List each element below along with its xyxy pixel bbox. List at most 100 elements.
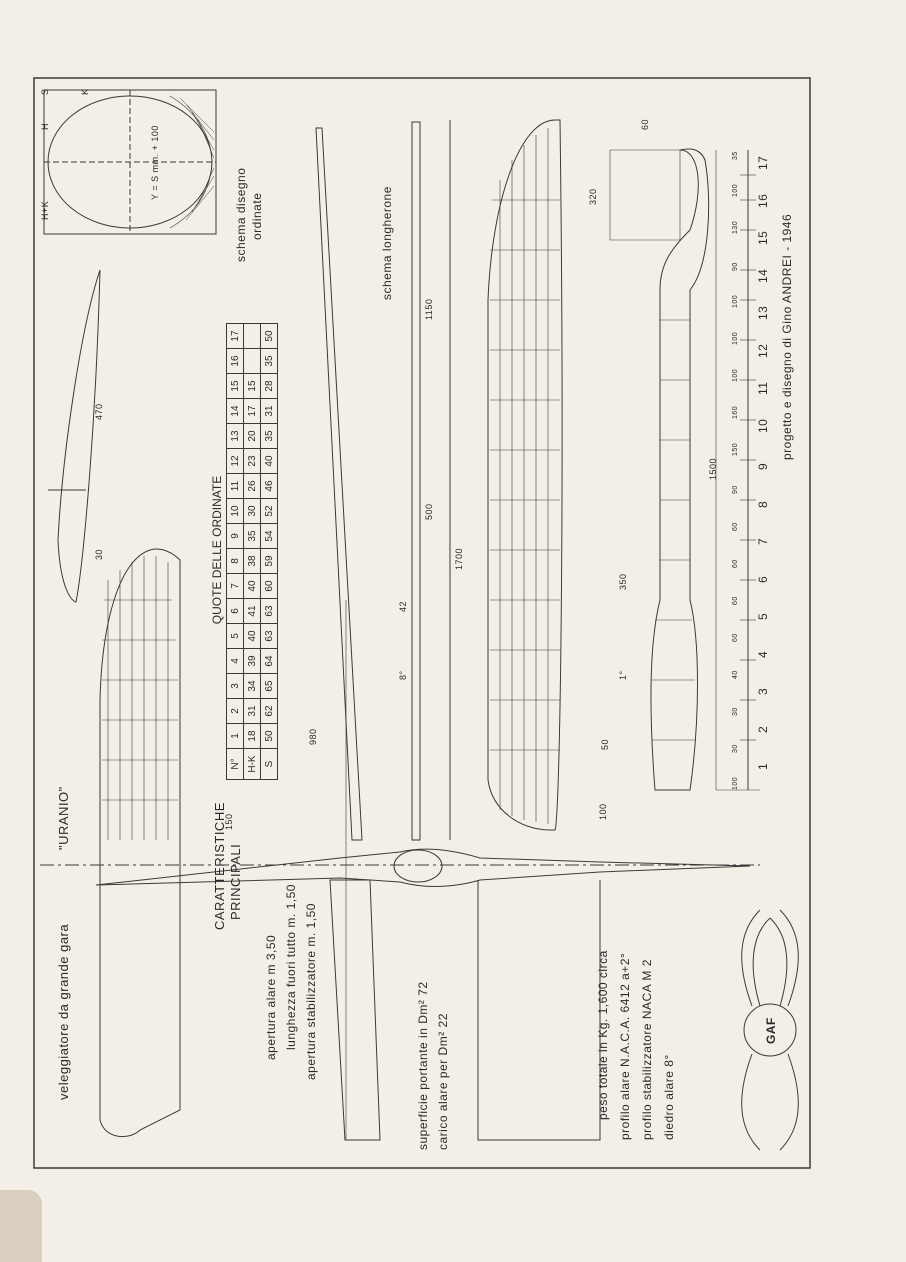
table-cell: 14 <box>226 398 244 424</box>
table-cell: 12 <box>226 448 244 474</box>
fuselage-side <box>95 848 751 887</box>
section-hk-label: H+K <box>40 200 50 220</box>
table-cell: 38 <box>243 548 261 574</box>
table-cell: 50 <box>260 723 278 749</box>
fuselage-plan <box>650 148 710 791</box>
dim-150: 150 <box>224 813 234 830</box>
load-text: carico alare per Dm² 22 <box>436 1013 450 1150</box>
station-number: 6 <box>756 575 770 583</box>
table-cell: 28 <box>260 373 278 399</box>
station-number: 1 <box>756 762 770 770</box>
dim-60: 60 <box>640 118 650 130</box>
table-cell: 9 <box>226 523 244 549</box>
station-number: 2 <box>756 725 770 733</box>
section-s-label: S <box>40 88 50 95</box>
wingspan-text: apertura alare m 3,50 <box>264 934 278 1060</box>
dim-50: 50 <box>600 738 610 750</box>
station-spacing: 100 <box>732 332 739 346</box>
table-row-label: S <box>260 748 278 780</box>
station-spacing: 30 <box>732 744 739 753</box>
logo-text: GAF <box>764 1017 778 1044</box>
dim-1700: 1700 <box>454 547 464 570</box>
glider-name: "URANIO" <box>56 786 71 850</box>
surface-text: superficie portante in Dm² 72 <box>416 981 430 1150</box>
table-cell: 62 <box>260 698 278 724</box>
station-number: 14 <box>756 268 770 283</box>
stab-span-text: apertura stabilizzatore m. 1,50 <box>304 903 318 1080</box>
dim-1500: 1500 <box>708 457 718 480</box>
dim-1150: 1150 <box>424 298 434 320</box>
table-cell: 10 <box>226 498 244 524</box>
drawing-frame <box>33 77 811 1169</box>
station-number: 10 <box>756 418 770 433</box>
page-corner-mark <box>0 1190 42 1262</box>
stab-profile-text: profilo stabilizzatore NACA M 2 <box>640 959 654 1140</box>
table-cell: 35 <box>243 523 261 549</box>
table-cell: 50 <box>260 323 278 349</box>
wing-panel-lower <box>329 879 381 1141</box>
dim-470: 470 <box>94 403 104 420</box>
station-number: 9 <box>756 462 770 470</box>
station-number: 5 <box>756 612 770 620</box>
table-cell: 16 <box>226 348 244 374</box>
credit-text: progetto e disegno di Gino ANDREI - 1946 <box>780 213 794 460</box>
table-row-label: H-K <box>243 748 261 780</box>
station-spacing: 130 <box>732 220 739 235</box>
station-number: 13 <box>756 305 770 320</box>
table-cell: 35 <box>260 423 278 449</box>
table-cell: 63 <box>260 623 278 649</box>
table-cell: 15 <box>226 373 244 399</box>
table-cell <box>243 348 261 374</box>
dim-42: 42 <box>398 600 408 612</box>
table-cell: 17 <box>243 398 261 424</box>
dim-320: 320 <box>588 188 598 205</box>
station-spacing: 60 <box>732 558 739 568</box>
station-spacing: 100 <box>732 776 739 790</box>
station-number: 3 <box>756 687 770 695</box>
length-text: lunghezza fuori tutto m. 1,50 <box>284 884 298 1050</box>
table-cell: 7 <box>226 573 244 599</box>
header-text: veleggiatore da grande gara <box>56 923 71 1100</box>
table-cell: 1 <box>226 723 244 749</box>
dim-500: 500 <box>424 503 434 520</box>
station-spacing: 90 <box>732 484 739 494</box>
station-spacing: 60 <box>732 632 739 642</box>
table-cell: 41 <box>243 598 261 624</box>
table-cell: 26 <box>243 473 261 499</box>
table-cell: 13 <box>226 423 244 449</box>
table-cell: 4 <box>226 648 244 674</box>
station-spacing: 60 <box>732 595 739 605</box>
gaf-logo <box>741 909 799 1151</box>
table-cell: 60 <box>260 573 278 599</box>
station-spacing: 60 <box>732 521 739 531</box>
ordinates-table-title: QUOTE DELLE ORDINATE <box>210 475 224 625</box>
table-cell: 30 <box>243 498 261 524</box>
wing-profile-text: profilo alare N.A.C.A. 6412 a+2° <box>618 952 632 1140</box>
section-k-label: K <box>80 88 90 95</box>
table-cell: 17 <box>226 323 244 349</box>
dim-30: 30 <box>94 548 104 560</box>
weight-text: peso totale in Kg. 1,600 circa <box>596 950 610 1120</box>
station-spacing: 150 <box>732 443 739 457</box>
station-number: 7 <box>756 537 770 545</box>
dihedral-text: diedro alare 8° <box>662 1054 676 1140</box>
table-cell: 5 <box>226 623 244 649</box>
dim-100: 100 <box>598 803 608 820</box>
wing-plan <box>487 119 563 831</box>
table-cell: 3 <box>226 673 244 699</box>
station-spacing: 35 <box>732 151 739 160</box>
station-number: 16 <box>756 193 770 208</box>
station-number: 4 <box>756 650 770 658</box>
station-number: 17 <box>756 155 770 170</box>
section-scheme-subtitle: ordinate <box>250 192 264 240</box>
station-number: 12 <box>756 343 770 358</box>
station-spacing: 90 <box>732 262 739 272</box>
table-cell: 65 <box>260 673 278 699</box>
